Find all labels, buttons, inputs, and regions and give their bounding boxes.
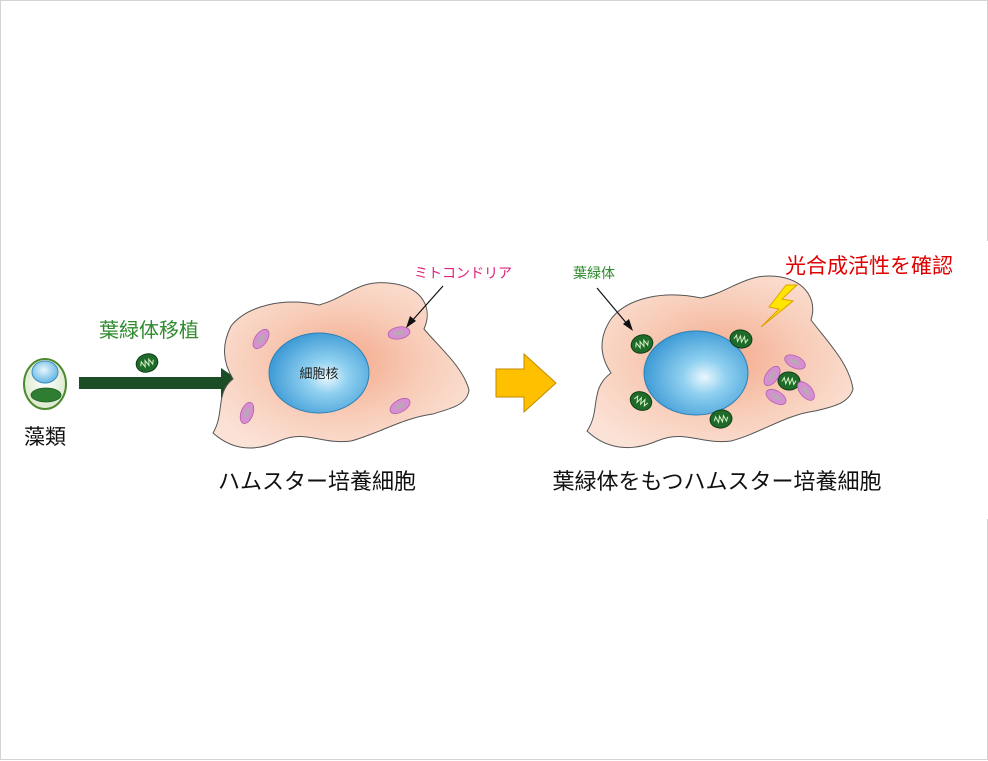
cell-nucleus <box>268 332 370 414</box>
transplant-label: 葉緑体移植 <box>99 318 199 342</box>
algae-cell-icon <box>23 358 67 410</box>
nucleus-label: 細胞核 <box>299 367 338 382</box>
cell-nucleus <box>643 330 749 416</box>
hamster-cell-label: ハムスター培養細胞 <box>218 470 416 495</box>
modified-cell-label: 葉緑体をもつハムスター培養細胞 <box>552 470 881 495</box>
chloroplast-pointer-arrow <box>596 287 633 331</box>
lightning-bolt-icon <box>760 284 799 328</box>
mitochondria-label: ミトコンドリア <box>414 266 512 282</box>
photosynthesis-label: 光合成活性を確認 <box>785 254 953 278</box>
chloroplast-label: 葉緑体 <box>573 266 615 282</box>
algae-label: 藻類 <box>24 425 66 449</box>
mitochondria-pointer-arrow <box>406 285 444 328</box>
result-arrow <box>495 352 557 414</box>
